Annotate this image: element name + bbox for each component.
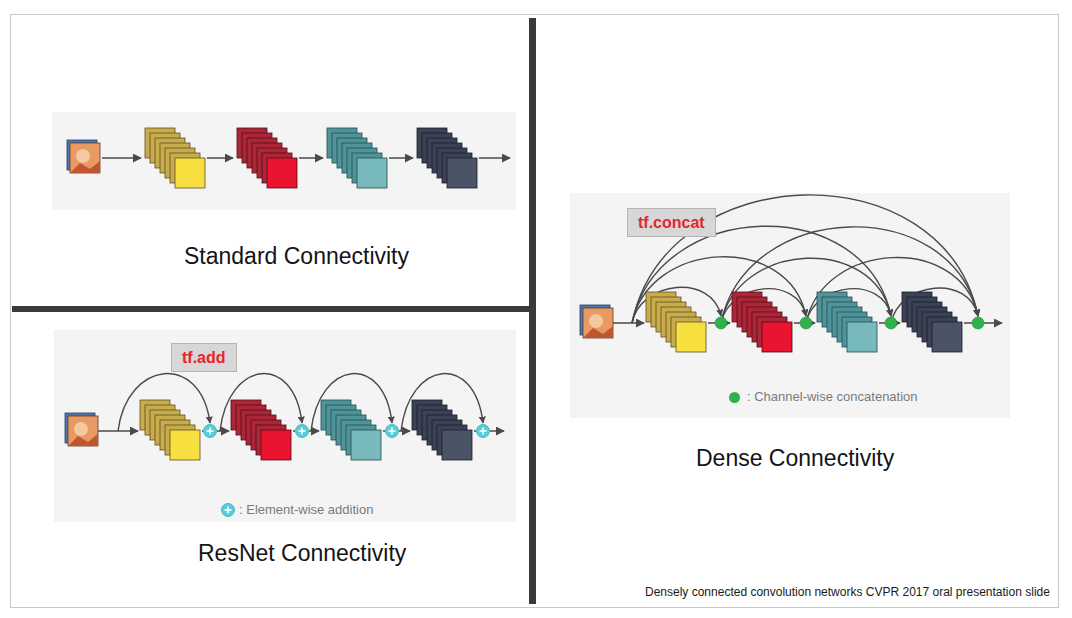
- concat-dot: [972, 317, 984, 329]
- flow-line: [389, 157, 413, 159]
- feature-map-block: [902, 292, 962, 352]
- source-caption: Densely connected convolution networks C…: [645, 585, 1050, 600]
- op-name: tf.concat: [638, 213, 705, 232]
- legend-text: : Element-wise addition: [239, 502, 373, 518]
- flow-line: [383, 430, 385, 432]
- addition-circle: [386, 425, 399, 438]
- slide-band: [52, 112, 516, 210]
- panel-divider: [529, 18, 536, 604]
- flow-line: [293, 430, 295, 432]
- feature-map-block: [732, 292, 792, 352]
- image-front: [68, 416, 98, 446]
- plus-bar: [227, 507, 229, 514]
- feature-map-slice: [267, 158, 297, 188]
- addition-circle: [204, 425, 217, 438]
- input-image-icon: [580, 305, 613, 338]
- image-detail: [68, 434, 98, 446]
- input-image-icon: [65, 413, 98, 446]
- addition-symbol: [477, 425, 490, 438]
- addition-circle: [222, 504, 235, 517]
- concat-dot: [715, 317, 727, 329]
- flow-line: [794, 322, 800, 324]
- input-image-icon: [67, 140, 100, 173]
- plus-bar: [301, 428, 303, 435]
- plus-bar: [209, 428, 211, 435]
- addition-symbol: [222, 504, 235, 517]
- feature-map-slice: [762, 322, 792, 352]
- feature-map-slice: [357, 158, 387, 188]
- flow-line: [727, 322, 730, 324]
- flow-line: [479, 157, 510, 159]
- flow-line: [879, 322, 885, 324]
- slide-band: [54, 330, 516, 522]
- plus-bar: [482, 428, 484, 435]
- panel-title: Dense Connectivity: [696, 444, 894, 472]
- image-detail: [74, 422, 88, 436]
- flow-line: [613, 322, 644, 324]
- feature-map-slice: [261, 430, 291, 460]
- concat-dot: [885, 317, 897, 329]
- feature-map-block: [327, 128, 387, 188]
- flow-line: [299, 157, 323, 159]
- flow-line: [964, 322, 972, 324]
- plus-bar: [391, 428, 393, 435]
- flow-line: [897, 322, 900, 324]
- panel-title: Standard Connectivity: [184, 242, 409, 270]
- image-detail: [589, 314, 603, 328]
- addition-symbol: [386, 425, 399, 438]
- concat-dot: [800, 317, 812, 329]
- feature-map-slice: [351, 430, 381, 460]
- feature-map-slice: [847, 322, 877, 352]
- feature-map-slice: [175, 158, 205, 188]
- addition-symbol: [204, 425, 217, 438]
- image-detail: [583, 326, 613, 338]
- feature-map-block: [646, 292, 706, 352]
- flow-line: [984, 322, 1002, 324]
- flow-line: [207, 157, 233, 159]
- flow-line: [217, 430, 229, 432]
- feature-map-block: [145, 128, 205, 188]
- feature-map-slice: [676, 322, 706, 352]
- feature-map-slice: [170, 430, 200, 460]
- flow-line: [490, 430, 504, 432]
- legend-text: : Channel-wise concatenation: [747, 389, 918, 405]
- addition-circle: [296, 425, 309, 438]
- legend-entry: : Channel-wise concatenation: [729, 389, 918, 405]
- feature-map-block: [412, 400, 472, 460]
- image-front: [70, 143, 100, 173]
- feature-map-block: [140, 400, 200, 460]
- outer-frame: [11, 15, 1059, 608]
- panel-divider: [12, 306, 530, 312]
- flow-line: [708, 322, 715, 324]
- feature-map-slice: [442, 430, 472, 460]
- addition-symbol: [296, 425, 309, 438]
- slide-band: [570, 193, 1010, 418]
- feature-map-block: [231, 400, 291, 460]
- op-tag-box: tf.add: [171, 343, 237, 372]
- op-name: tf.add: [182, 348, 226, 367]
- image-detail: [76, 149, 90, 163]
- addition-circle: [477, 425, 490, 438]
- flow-line: [102, 157, 141, 159]
- op-tag-box: tf.concat: [627, 208, 716, 237]
- feature-map-block: [817, 292, 877, 352]
- image-detail: [70, 161, 100, 173]
- feature-map-block: [417, 128, 477, 188]
- flow-line: [202, 430, 203, 432]
- feature-map-block: [237, 128, 297, 188]
- feature-map-slice: [932, 322, 962, 352]
- image-front: [583, 308, 613, 338]
- feature-map-block: [321, 400, 381, 460]
- flow-line: [474, 430, 476, 432]
- legend-entry: : Element-wise addition: [239, 502, 373, 518]
- feature-map-slice: [447, 158, 477, 188]
- legend-swatch: [729, 392, 740, 403]
- panel-title: ResNet Connectivity: [198, 539, 406, 567]
- flow-line: [812, 322, 815, 324]
